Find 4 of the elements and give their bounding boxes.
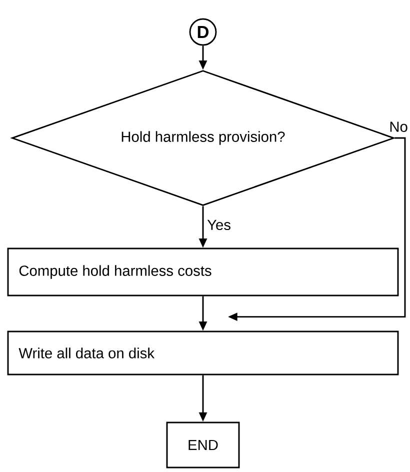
terminal-box: END [166,422,240,468]
edge-label: Yes [206,218,232,232]
process-box: Write all data on disk [7,330,399,376]
process-box: Compute hold harmless costs [7,248,399,296]
